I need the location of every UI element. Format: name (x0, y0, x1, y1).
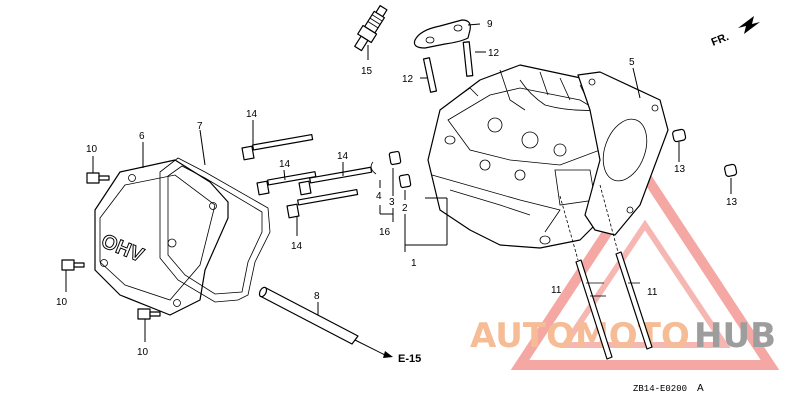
reference-code: ZB14-E0200 (633, 384, 687, 394)
head-gasket (577, 67, 669, 236)
front-direction-marker: FR. (710, 16, 760, 49)
callout-16: 16 (379, 227, 391, 238)
head-cover-gasket (159, 129, 271, 303)
callout-10-b: 10 (56, 297, 68, 308)
breather-tube (258, 286, 393, 358)
spark-plug (354, 5, 388, 60)
bolt-10-c (137, 308, 161, 342)
callout-10-a: 10 (86, 144, 98, 155)
callout-11-a: 11 (551, 285, 562, 296)
callout-14-b: 14 (279, 159, 291, 170)
callout-14-a: 14 (246, 109, 258, 120)
callout-7: 7 (197, 121, 203, 132)
callout-14-d: 14 (291, 241, 303, 252)
callout-3: 3 (389, 197, 395, 208)
callout-15: 15 (361, 66, 373, 77)
callout-12-a: 12 (488, 48, 500, 59)
bolt-10-b (61, 259, 85, 292)
watermark-triangle-inner (559, 219, 731, 348)
callout-4: 4 (376, 191, 382, 202)
dowel-pin-13-b (724, 163, 738, 194)
callout-6: 6 (139, 131, 145, 142)
callout-14-c: 14 (337, 151, 349, 162)
callout-1: 1 (411, 258, 417, 269)
front-arrow-icon (738, 16, 760, 34)
bolt-10-a (86, 156, 110, 184)
callout-13-a: 13 (674, 164, 686, 175)
callout-13-b: 13 (726, 197, 738, 208)
exhaust-gasket (413, 19, 481, 49)
callout-labels: 1 2 3 4 5 6 7 8 9 10 10 10 11 11 12 12 1… (56, 19, 738, 358)
callout-10-c: 10 (137, 347, 149, 358)
watermark-text-a: AUTOMOTO (470, 316, 690, 356)
bolt-14-c (298, 162, 373, 196)
head-cover: OHV (94, 142, 229, 316)
callout-12-b: 12 (402, 74, 414, 85)
bolt-14-b (256, 169, 317, 196)
front-label: FR. (710, 31, 731, 49)
callout-9: 9 (487, 19, 493, 30)
stud-12-a (462, 41, 486, 77)
stud-11-b (599, 184, 653, 350)
callout-5: 5 (629, 57, 635, 68)
external-reference: E-15 (398, 353, 421, 365)
stud-12-b (420, 57, 438, 93)
dowel-pin-13-a (672, 128, 687, 162)
ref-arrow-icon (383, 351, 393, 358)
valve-parts (370, 150, 448, 252)
watermark-text-b: HUB (694, 316, 776, 356)
callout-2: 2 (402, 203, 408, 214)
bolt-14-a (241, 120, 314, 161)
callout-8: 8 (314, 291, 320, 302)
callout-11-b: 11 (647, 287, 658, 298)
bolt-14-d (286, 189, 359, 236)
reference-suffix: A (697, 383, 704, 394)
stud-11-a (559, 195, 613, 360)
